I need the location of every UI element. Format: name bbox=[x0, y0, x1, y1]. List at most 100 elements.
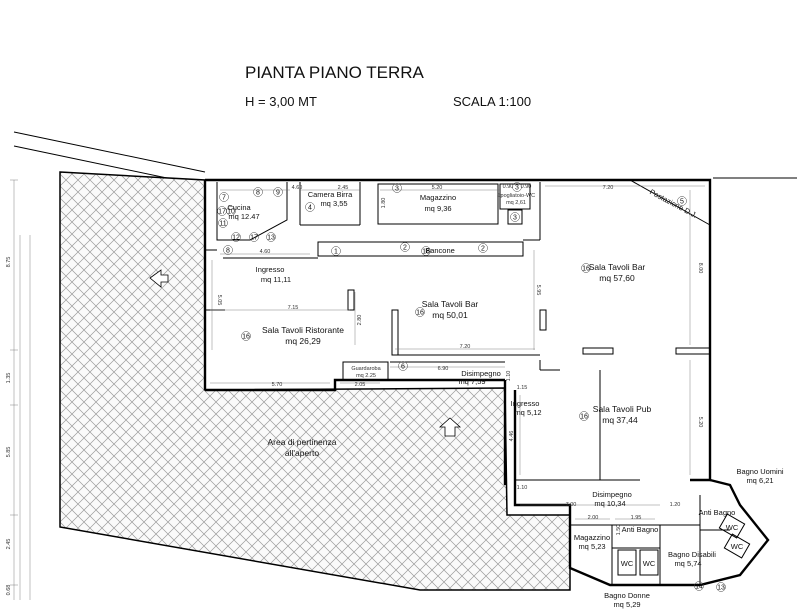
fixture-marker: 16 bbox=[581, 263, 591, 273]
wc-3: WC bbox=[621, 559, 634, 568]
disimpegno-top-name: Disimpegno bbox=[461, 369, 501, 378]
dim-label: 4.60 bbox=[292, 185, 303, 191]
dim-label: 7.00 bbox=[566, 502, 577, 508]
fixture-marker: 1 bbox=[331, 246, 341, 256]
fixture-marker: 13 bbox=[716, 582, 726, 592]
sala-bar-center-name: Sala Tavoli Bar bbox=[422, 299, 479, 309]
sala-bar-right-name: Sala Tavoli Bar bbox=[589, 262, 646, 272]
camera-birra-area: mq 3,55 bbox=[320, 199, 347, 208]
dim-label: 5.20 bbox=[697, 417, 703, 428]
magazzino-bottom-name: Magazzino bbox=[574, 533, 610, 542]
anti-bagno-right-name: Anti Bagno bbox=[699, 508, 736, 517]
magazzino-top-area: mq 9,36 bbox=[424, 204, 451, 213]
fixture-marker: 18 bbox=[421, 246, 431, 256]
dim-label: 1.35 bbox=[6, 373, 12, 384]
fixture-number: 16 bbox=[580, 414, 588, 421]
dim-label: 1.80 bbox=[381, 198, 387, 209]
disimpegno-bottom-name: Disimpegno bbox=[592, 490, 632, 499]
fixture-number: 8 bbox=[226, 248, 230, 255]
fixture-number: 5 bbox=[680, 199, 684, 206]
fixture-number: 16 bbox=[582, 266, 590, 273]
sala-ristorante-area: mq 26,29 bbox=[285, 336, 321, 346]
dim-label: 0.90 bbox=[521, 184, 532, 190]
dimension-lines bbox=[210, 185, 705, 520]
dim-label: 8.75 bbox=[6, 257, 12, 268]
bagno-disabili-area: mq 5,74 bbox=[674, 559, 701, 568]
dim-label: 5.70 bbox=[272, 382, 283, 388]
fixture-marker: 11 bbox=[218, 218, 228, 228]
fixture-number: 11 bbox=[219, 221, 226, 228]
dim-label: 1.50 bbox=[616, 525, 622, 536]
fixture-number: 17 bbox=[250, 235, 258, 242]
dim-label: 1.95 bbox=[631, 515, 642, 521]
disimpegno-top-area: mq 7,59 bbox=[458, 377, 485, 386]
dim-label: 2.00 bbox=[588, 515, 599, 521]
fixture-number: 3 bbox=[513, 215, 517, 222]
fixture-marker: 14 bbox=[694, 581, 704, 591]
sala-ristorante-name: Sala Tavoli Ristorante bbox=[262, 325, 344, 335]
fixture-marker: 3 bbox=[512, 182, 522, 192]
wc-1: WC bbox=[726, 523, 739, 532]
fixture-marker: 8 bbox=[223, 245, 233, 255]
dim-label: 7.20 bbox=[603, 185, 614, 191]
fixture-marker: 6 bbox=[398, 361, 408, 371]
fixture-number: 14 bbox=[695, 584, 703, 591]
dim-label: 2.05 bbox=[355, 382, 366, 388]
fixture-marker: 16 bbox=[579, 411, 589, 421]
fixture-number: 13 bbox=[717, 585, 725, 592]
disimpegno-bottom-area: mq 10,34 bbox=[594, 499, 625, 508]
anti-bagno-left-name: Anti Bagno bbox=[622, 525, 659, 534]
fixture-marker: 10 bbox=[226, 206, 236, 216]
fixture-marker: 9 bbox=[273, 187, 283, 197]
sala-bar-right-area: mq 57,60 bbox=[599, 273, 635, 283]
fixture-marker: 5 bbox=[677, 196, 687, 206]
bancone-name: Bancone bbox=[425, 246, 455, 255]
dim-label: 1.10 bbox=[506, 371, 512, 382]
dim-label: 1.20 bbox=[670, 502, 681, 508]
wc-4: WC bbox=[643, 559, 656, 568]
fixture-marker: 16 bbox=[415, 307, 425, 317]
fixture-number: 6 bbox=[401, 364, 405, 371]
fixture-marker: 4 bbox=[305, 202, 315, 212]
dim-label: 1.10 bbox=[517, 485, 528, 491]
fixture-number: 13 bbox=[267, 235, 275, 242]
fixture-number: 8 bbox=[256, 190, 260, 197]
fixture-markers: 7 8 9 17 10 11 12 17 13 8 4 3 3 3 5 1 2 … bbox=[217, 182, 726, 592]
bagno-uomini-area: mq 6,21 bbox=[746, 476, 773, 485]
ingresso-bottom-name: Ingresso bbox=[511, 399, 540, 408]
scale-label: SCALA 1:100 bbox=[453, 94, 531, 109]
upper-arrow-icon bbox=[149, 269, 169, 288]
fixture-marker: 12 bbox=[231, 232, 241, 242]
area-aperto-name: Area di pertinenza bbox=[268, 437, 337, 447]
bagno-donne-name: Bagno Donne bbox=[604, 591, 650, 600]
sala-pub-area: mq 37,44 bbox=[602, 415, 638, 425]
dim-label: 8.00 bbox=[697, 263, 703, 274]
fixture-number: 16 bbox=[416, 310, 424, 317]
plan-title: PIANTA PIANO TERRA bbox=[245, 63, 425, 82]
interior-walls bbox=[205, 179, 751, 585]
magazzino-top-name: Magazzino bbox=[420, 193, 456, 202]
fixture-number: 18 bbox=[422, 249, 430, 256]
dim-label: 0.90 bbox=[503, 184, 514, 190]
dim-label: 4.60 bbox=[260, 249, 271, 255]
dim-label: 2.80 bbox=[357, 315, 363, 326]
height-label: H = 3,00 MT bbox=[245, 94, 317, 109]
fixture-marker: 3 bbox=[392, 183, 402, 193]
magazzino-bottom-area: mq 5,23 bbox=[578, 542, 605, 551]
lower-arrow-icon bbox=[438, 417, 462, 437]
dim-label: 6.90 bbox=[438, 366, 449, 372]
dim-label: 2.45 bbox=[6, 539, 12, 550]
cucina-name: Cucina bbox=[227, 203, 251, 212]
guardaroba-area: mq 2.25 bbox=[356, 373, 376, 379]
fixture-number: 7 bbox=[222, 195, 226, 202]
fixture-number: 16 bbox=[242, 334, 250, 341]
fixture-number: 9 bbox=[276, 190, 280, 197]
sala-pub-name: Sala Tavoli Pub bbox=[593, 404, 652, 414]
guardaroba-name: Guardaroba bbox=[351, 366, 381, 372]
fixture-marker: 2 bbox=[478, 243, 488, 253]
fixture-marker: 8 bbox=[253, 187, 263, 197]
spogliatoio-area: mq 2,61 bbox=[506, 200, 526, 206]
left-dimension-guides bbox=[10, 179, 31, 600]
camera-birra-name: Camera Birra bbox=[308, 190, 353, 199]
